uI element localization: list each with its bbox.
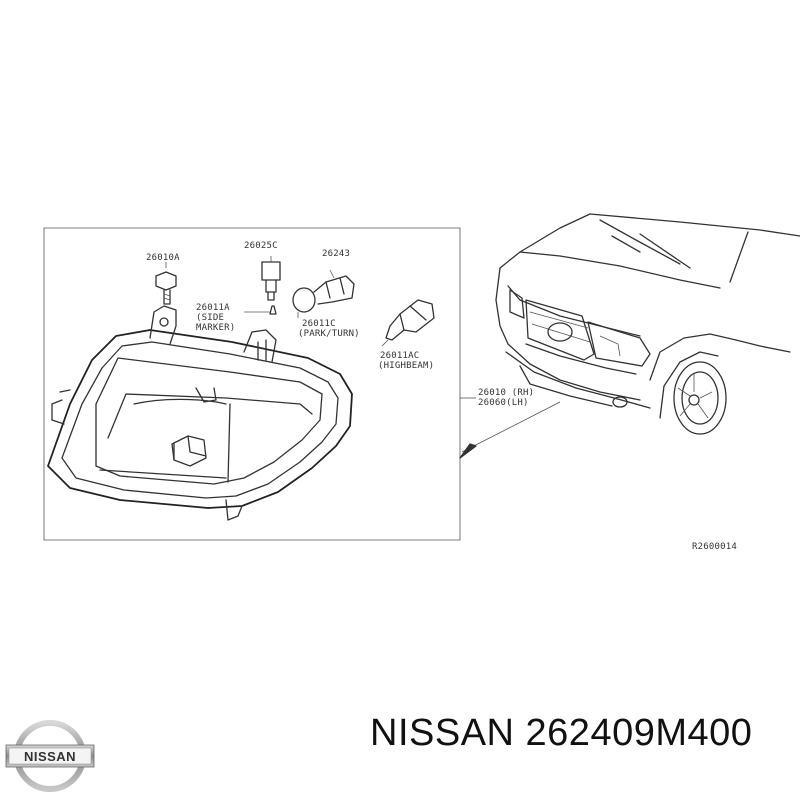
- bulb-26243: [292, 269, 355, 313]
- label-park-turn: (PARK/TURN): [298, 329, 360, 339]
- reference-code: R2600014: [692, 542, 737, 552]
- label-26060-lh: 26060(LH): [478, 398, 529, 408]
- label-26010-rh: 26010 (RH): [478, 388, 534, 398]
- label-26011c: 26011C: [302, 319, 336, 329]
- label-highbeam: (HIGHBEAM): [378, 361, 434, 371]
- bulb-26011ac: [381, 299, 435, 347]
- leader-lines: [244, 311, 561, 459]
- nissan-logo: NISSAN: [5, 720, 95, 792]
- diagram-frame: [43, 227, 461, 541]
- socket-26025c: [261, 256, 281, 315]
- truck-front-illustration: [495, 213, 800, 435]
- label-26025c: 26025C: [244, 241, 278, 251]
- bolt-26010a: [155, 262, 177, 305]
- label-marker: MARKER): [196, 323, 235, 333]
- label-26011a: 26011A: [196, 303, 230, 313]
- nissan-logo-text: NISSAN: [24, 749, 76, 764]
- label-26243: 26243: [322, 249, 350, 259]
- label-26011ac: 26011AC: [380, 351, 419, 361]
- label-side: (SIDE: [196, 313, 224, 323]
- part-number-title: NISSAN 262409M400: [370, 712, 753, 754]
- label-26010a: 26010A: [146, 253, 180, 263]
- headlamp-assembly: [47, 305, 353, 521]
